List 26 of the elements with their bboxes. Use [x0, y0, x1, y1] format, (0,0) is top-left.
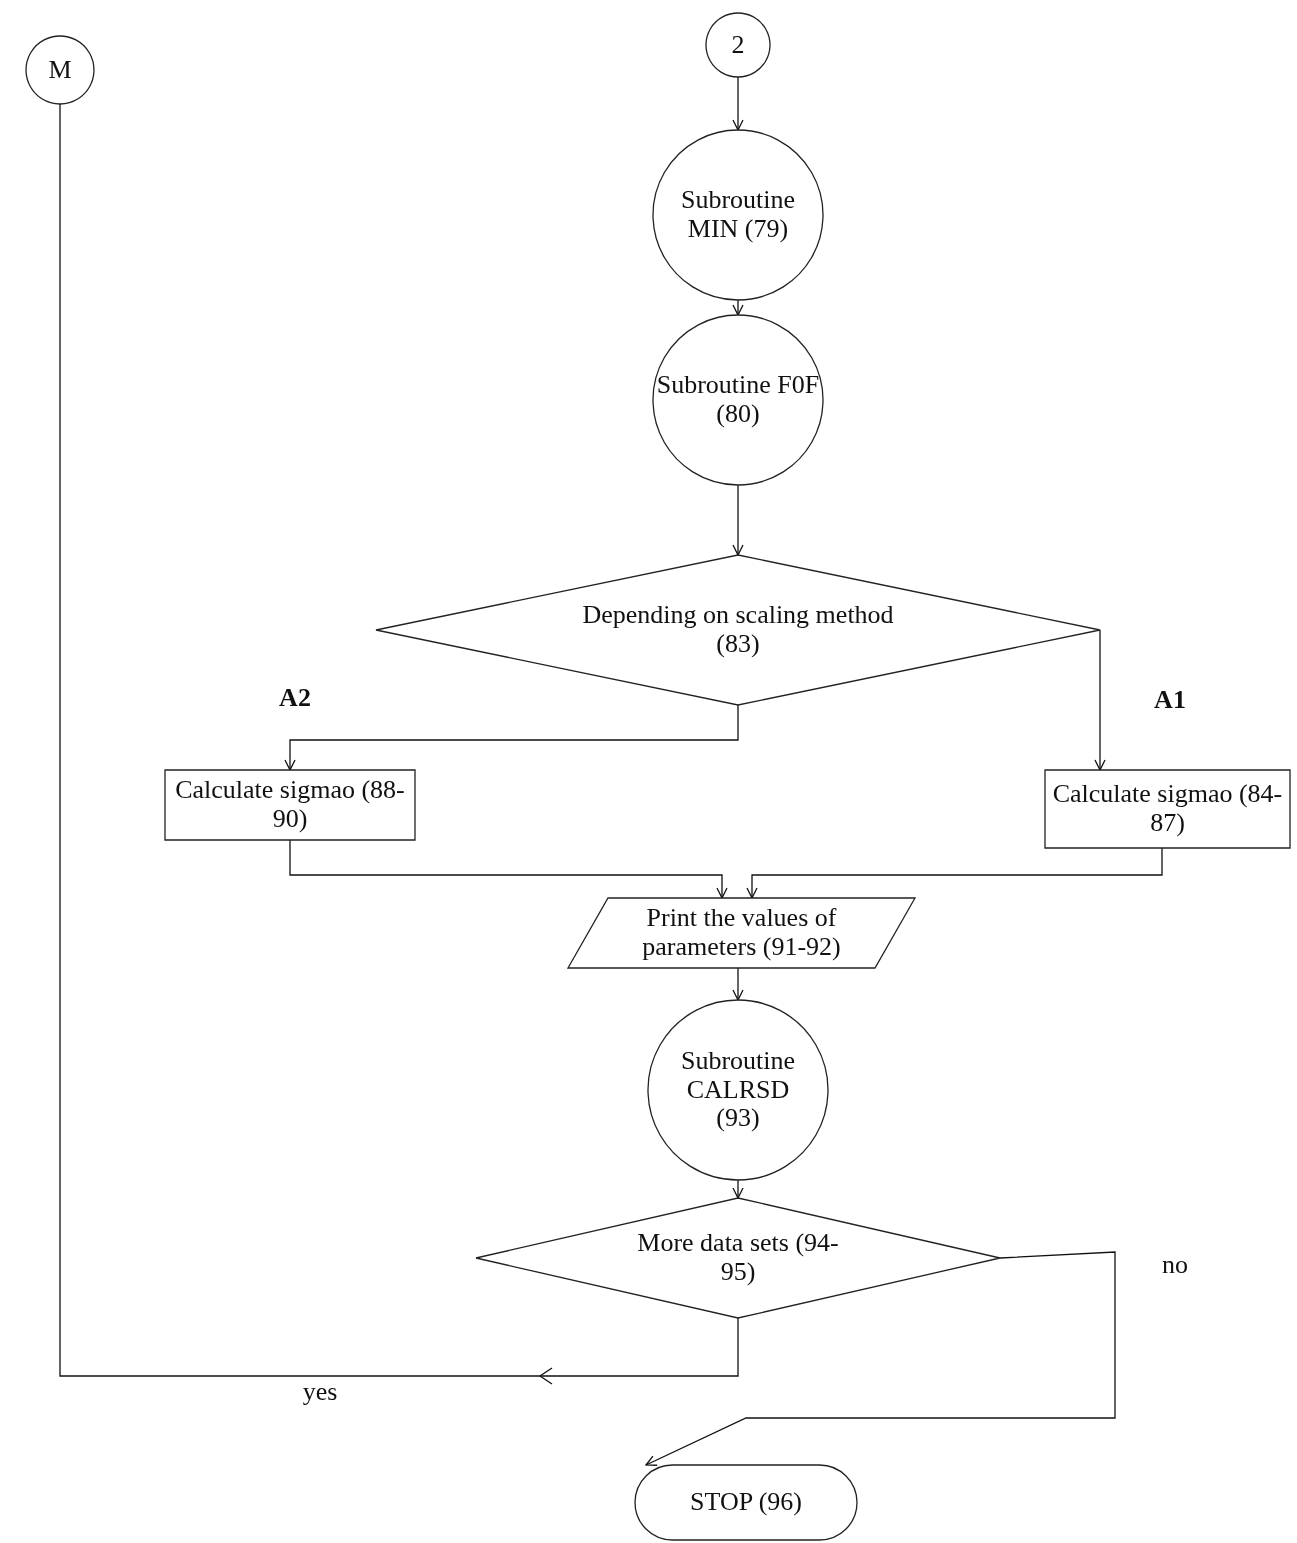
decision-diamond [376, 555, 1100, 705]
node-label: Subroutine F0F (80) [655, 371, 821, 429]
io-parallelogram [568, 898, 915, 968]
connector-circle [706, 13, 770, 77]
node-label: M [47, 55, 73, 85]
node-label: Print the values of parameters (91-92) [641, 904, 842, 962]
node-label: More data sets (94-95) [636, 1229, 840, 1287]
process-box [165, 770, 415, 840]
node-label: Calculate sigmao (84-87) [1051, 780, 1284, 838]
decision-diamond [476, 1198, 1000, 1318]
node-label: Subroutine CALRSD (93) [679, 1047, 797, 1133]
node-label: Calculate sigmao (88-90) [174, 776, 406, 834]
node-label: STOP (96) [689, 1488, 803, 1517]
connector-circle [653, 130, 823, 300]
connector-circle [653, 315, 823, 485]
edge-label: no [1162, 1250, 1188, 1280]
terminator-box [635, 1465, 857, 1540]
process-box [1045, 770, 1290, 848]
node-label: Depending on scaling method (83) [581, 601, 895, 659]
edge-label: yes [302, 1377, 338, 1407]
connector-circle [26, 36, 94, 104]
node-label: 2 [730, 30, 746, 60]
edge-label: A1 [1154, 685, 1186, 715]
edge-label: A2 [279, 683, 311, 713]
node-label: Subroutine MIN (79) [679, 186, 797, 244]
connector-circle [648, 1000, 828, 1180]
